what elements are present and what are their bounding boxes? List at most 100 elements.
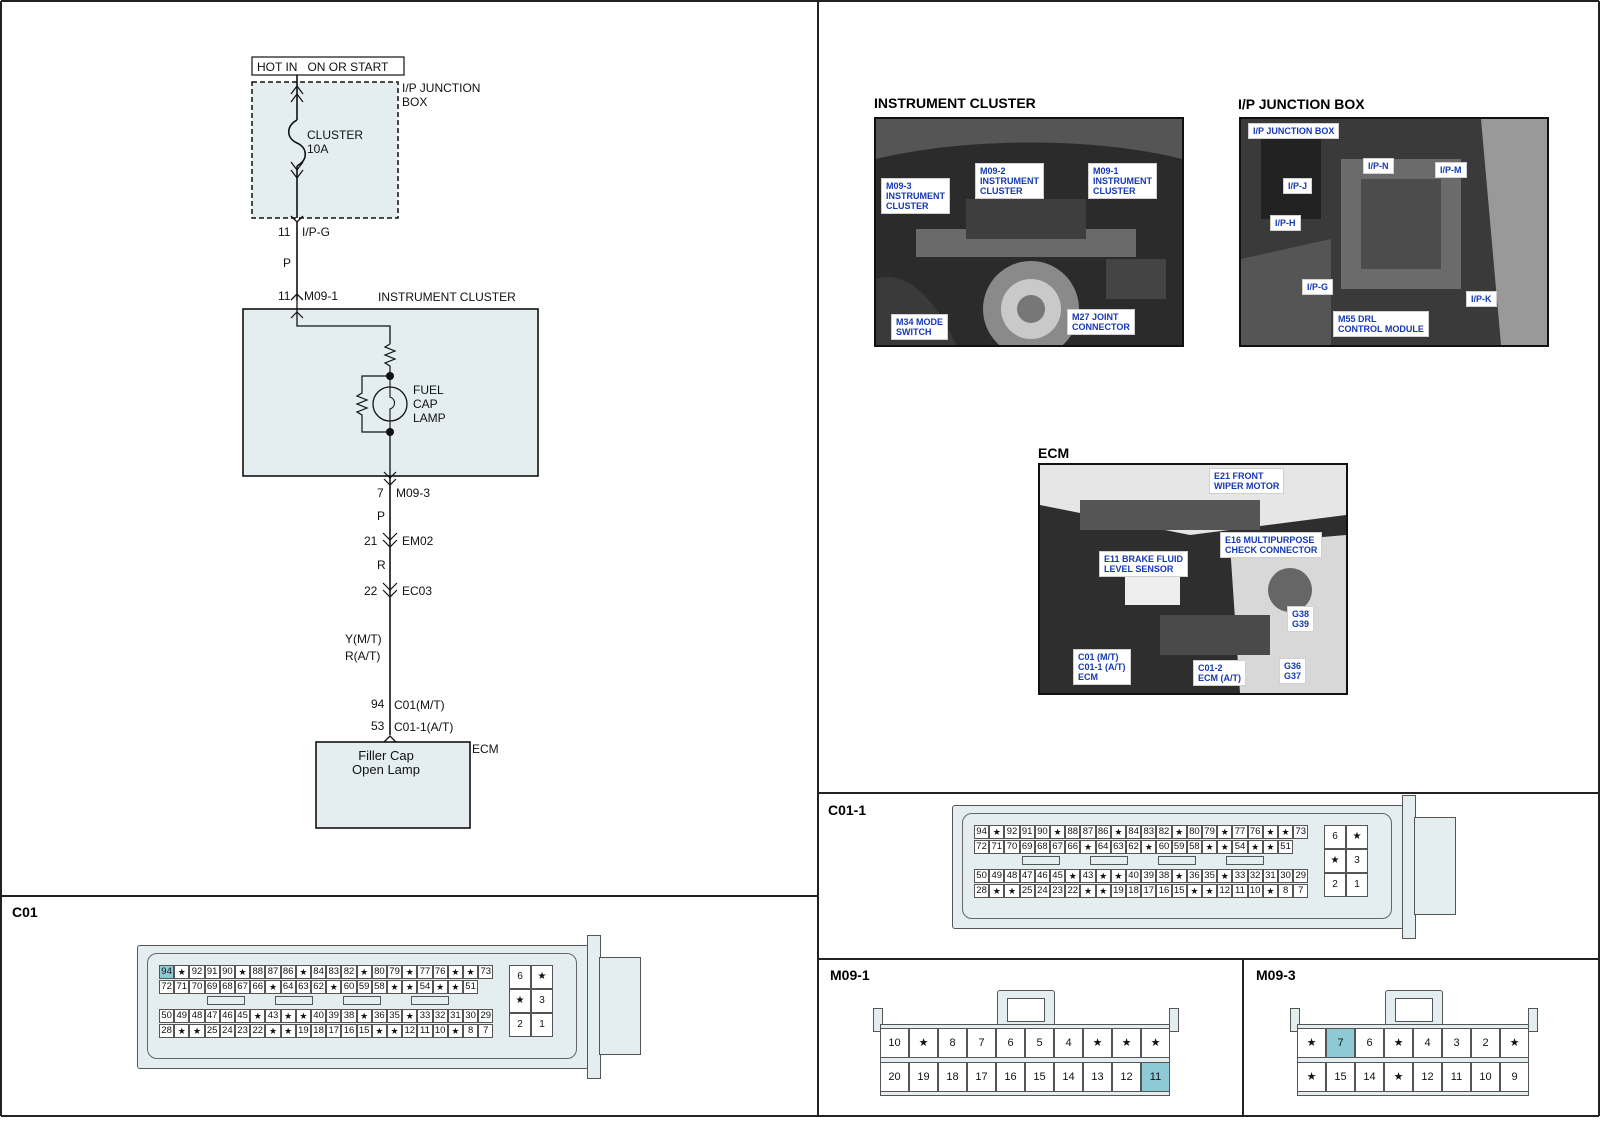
- c01-pin: 12: [402, 1024, 418, 1038]
- c01-pin: 58: [371, 980, 387, 994]
- c01-pin: ★: [447, 1024, 463, 1038]
- jb-connector-id: I/P-G: [302, 225, 330, 239]
- instrument-cluster-photo: [874, 117, 1184, 347]
- c01-pin: 94: [159, 965, 175, 979]
- c01-key: [343, 996, 381, 1005]
- c01-pin: 11: [417, 1024, 433, 1038]
- m09-1-pin: 17: [967, 1062, 996, 1092]
- c01-pin: 31: [447, 1009, 463, 1023]
- c01-pin: ★: [387, 980, 403, 994]
- c01-inner-shell: [147, 953, 577, 1059]
- c01-pin: 16: [341, 1024, 357, 1038]
- connector-c01-icon: [383, 735, 397, 743]
- c01-pin: 18: [311, 1024, 327, 1038]
- c01-1-side-pin: 1: [1346, 873, 1368, 897]
- c01-1-pin: 92: [1004, 825, 1020, 839]
- c01-1-pin: ★: [1186, 884, 1202, 898]
- c01-1-pin: 40: [1126, 869, 1142, 883]
- c01-1-key: [1158, 856, 1196, 865]
- m09-1-pin: 15: [1025, 1062, 1054, 1092]
- bulb-filament-icon: [389, 376, 396, 432]
- c01-1-pin: ★: [1247, 840, 1263, 854]
- c01-pin: 84: [311, 965, 327, 979]
- callout-m27: M27 JOINT CONNECTOR: [1067, 309, 1135, 335]
- fuse-name: CLUSTER: [307, 128, 363, 142]
- m09-3-pin: 6: [1355, 1028, 1384, 1058]
- m09-1-pin: 20: [880, 1062, 909, 1092]
- lamp-label-line1: FUEL: [413, 383, 444, 397]
- c01-pin: ★: [387, 1024, 403, 1038]
- c01-1-pin: 73: [1293, 825, 1309, 839]
- c01-pin: ★: [432, 980, 448, 994]
- connector-m09-3-label: M09-3: [1256, 967, 1296, 983]
- cluster-internal-wire: [296, 300, 391, 344]
- c01-pin: 32: [432, 1009, 448, 1023]
- c01-1-pin: 59: [1171, 840, 1187, 854]
- c01-1-pin: 33: [1232, 869, 1248, 883]
- lamp-label-line3: LAMP: [413, 411, 446, 425]
- c01-side-pin: 1: [531, 1013, 553, 1037]
- m09-1-pin: 13: [1083, 1062, 1112, 1092]
- connector-m09-1-icon: [290, 293, 304, 301]
- callout-m55: M55 DRL CONTROL MODULE: [1333, 311, 1429, 337]
- callout-ip-m: I/P-M: [1435, 162, 1467, 178]
- resistor-parallel-icon: [355, 375, 390, 433]
- callout-e11: E11 BRAKE FLUID LEVEL SENSOR: [1099, 551, 1189, 577]
- c01-1-pin: 47: [1019, 869, 1035, 883]
- c01-pin: 66: [250, 980, 266, 994]
- connector-m09-1-label: M09-1: [830, 967, 870, 983]
- m09-3-pin: 14: [1355, 1062, 1384, 1092]
- c01-pin: 88: [250, 965, 266, 979]
- fuse-symbol-icon: [287, 119, 307, 167]
- m09-1-guide-left: [873, 1008, 883, 1032]
- c01-1-pin: 38: [1156, 869, 1172, 883]
- c01-pin: 79: [387, 965, 403, 979]
- callout-c01: C01 (M/T) C01-1 (A/T) ECM: [1073, 649, 1131, 685]
- c01-pin: 87: [265, 965, 281, 979]
- c01-pin: 92: [189, 965, 205, 979]
- callout-ip-k: I/P-K: [1466, 291, 1497, 307]
- c01-1-pin: 17: [1141, 884, 1157, 898]
- m09-1-latch-inner: [1007, 998, 1045, 1022]
- c01-1-pin: 84: [1126, 825, 1142, 839]
- c01-pin: ★: [356, 965, 372, 979]
- power-source-box: [251, 56, 405, 76]
- c01-pin: 7: [478, 1024, 494, 1038]
- c01-1-pin: 72: [974, 840, 990, 854]
- m09-1-pin: 12: [1112, 1062, 1141, 1092]
- c01-1-pin: 50: [974, 869, 990, 883]
- c01-pin: ★: [265, 980, 281, 994]
- m09-1-pin: 14: [1054, 1062, 1083, 1092]
- c01-1-pin: ★: [1278, 825, 1294, 839]
- m09-1-pin: ★: [909, 1028, 938, 1058]
- c01-1-pin: 66: [1065, 840, 1081, 854]
- c01-1-key: [1226, 856, 1264, 865]
- out-pin-number: 7: [377, 486, 384, 500]
- c01-pin: 43: [265, 1009, 281, 1023]
- c01-1-inner-shell: [962, 813, 1392, 919]
- c01-1-pin: 88: [1065, 825, 1081, 839]
- c01-1-pin: ★: [1080, 840, 1096, 854]
- m09-1-pin: 16: [996, 1062, 1025, 1092]
- c01-pin: 24: [219, 1024, 235, 1038]
- cluster-arrow-icon: [290, 311, 304, 319]
- m09-1-pin: 10: [880, 1028, 909, 1058]
- m09-3-pin: ★: [1384, 1062, 1413, 1092]
- c01-1-pin: 94: [974, 825, 990, 839]
- c01-1-pin: 58: [1186, 840, 1202, 854]
- m09-1-pin: ★: [1141, 1028, 1170, 1058]
- ecm-pin-at: 53: [371, 719, 385, 733]
- junction-box-label-line1: I/P JUNCTION: [402, 81, 480, 95]
- c01-pin: ★: [463, 965, 479, 979]
- c01-1-pin: ★: [1262, 825, 1278, 839]
- c01-1-pin: 32: [1247, 869, 1263, 883]
- c01-pin: 39: [326, 1009, 342, 1023]
- c01-1-pin: ★: [1110, 869, 1126, 883]
- fuse-arrow-top-icon: [290, 85, 304, 103]
- c01-1-pin: 51: [1278, 840, 1294, 854]
- c01-pin: 33: [417, 1009, 433, 1023]
- c01-1-pin: 28: [974, 884, 990, 898]
- c01-pin: 29: [478, 1009, 494, 1023]
